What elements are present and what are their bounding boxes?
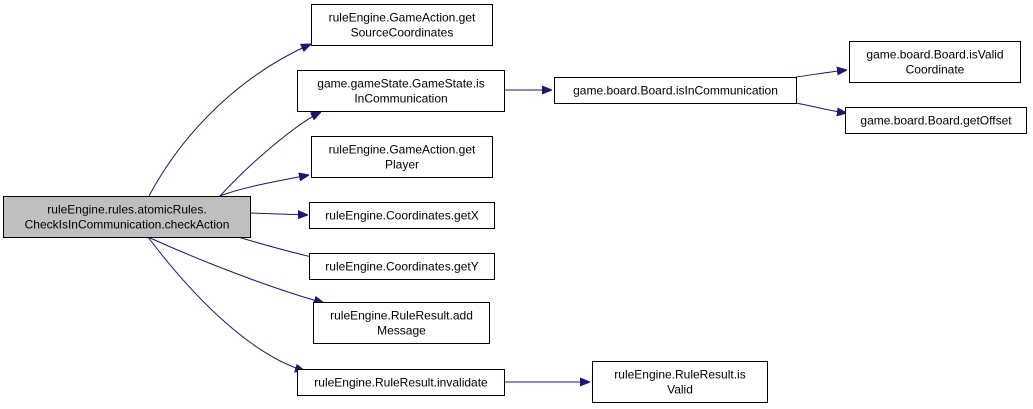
edges-layer [147, 44, 847, 382]
edge-checkAction-to-getPlayer [219, 175, 309, 197]
node-label-line: ruleEngine.RuleResult.is [614, 368, 745, 382]
edge-checkAction-to-invalidate [147, 236, 305, 371]
node-box [592, 361, 768, 403]
node-box [554, 77, 797, 104]
nodes-layer: ruleEngine.rules.atomicRules.CheckIsInCo… [3, 4, 1027, 403]
node-box [311, 4, 493, 46]
node-label-line: CheckIsInCommunication.checkAction [25, 218, 230, 232]
node-isValid[interactable]: ruleEngine.RuleResult.isValid [592, 361, 768, 403]
node-invalidate[interactable]: ruleEngine.RuleResult.invalidate [297, 369, 505, 396]
node-label-line: game.board.Board.getOffset [860, 114, 1012, 128]
edge-checkAction-to-getSourceCoordinates [148, 44, 311, 197]
node-checkAction[interactable]: ruleEngine.rules.atomicRules.CheckIsInCo… [3, 196, 251, 238]
node-label-line: ruleEngine.Coordinates.getX [325, 209, 478, 223]
node-label-line: ruleEngine.rules.atomicRules. [47, 203, 206, 217]
node-box [309, 202, 495, 229]
node-label-line: Player [385, 158, 419, 172]
node-label-line: ruleEngine.RuleResult.add [330, 309, 473, 323]
edge-checkAction-to-gsIsInCommunication [219, 112, 321, 197]
node-label-line: ruleEngine.GameAction.get [329, 143, 476, 157]
node-getOffset[interactable]: game.board.Board.getOffset [845, 107, 1027, 134]
node-box [3, 196, 251, 238]
node-label-line: SourceCoordinates [351, 26, 454, 40]
node-box [297, 369, 505, 396]
node-box [313, 302, 490, 344]
edge-boardIsInCommunication-to-isValidCoordinate [795, 70, 847, 78]
node-box [297, 70, 505, 112]
node-label-line: ruleEngine.RuleResult.invalidate [314, 376, 488, 390]
node-label-line: game.board.Board.isInCommunication [573, 84, 778, 98]
node-box [845, 107, 1027, 134]
node-box [309, 253, 495, 280]
node-getX[interactable]: ruleEngine.Coordinates.getX [309, 202, 495, 229]
node-label-line: ruleEngine.Coordinates.getY [325, 260, 478, 274]
node-getY[interactable]: ruleEngine.Coordinates.getY [309, 253, 495, 280]
node-label-line: InCommunication [354, 92, 447, 106]
node-label-line: Coordinate [906, 63, 965, 77]
node-boardIsInCommunication[interactable]: game.board.Board.isInCommunication [554, 77, 797, 104]
node-label-line: ruleEngine.GameAction.get [329, 11, 476, 25]
node-box [311, 136, 493, 178]
edge-boardIsInCommunication-to-getOffset [795, 102, 847, 113]
node-getSourceCoordinates[interactable]: ruleEngine.GameAction.getSourceCoordinat… [311, 4, 493, 46]
node-box [849, 41, 1021, 83]
node-label-line: game.gameState.GameState.is [317, 77, 484, 91]
edge-checkAction-to-getX [249, 213, 308, 215]
node-label-line: game.board.Board.isValid [866, 48, 1003, 62]
node-label-line: Valid [667, 383, 693, 397]
node-gsIsInCommunication[interactable]: game.gameState.GameState.isInCommunicati… [297, 70, 505, 112]
edge-checkAction-to-addMessage [147, 236, 324, 303]
node-label-line: Message [377, 324, 426, 338]
